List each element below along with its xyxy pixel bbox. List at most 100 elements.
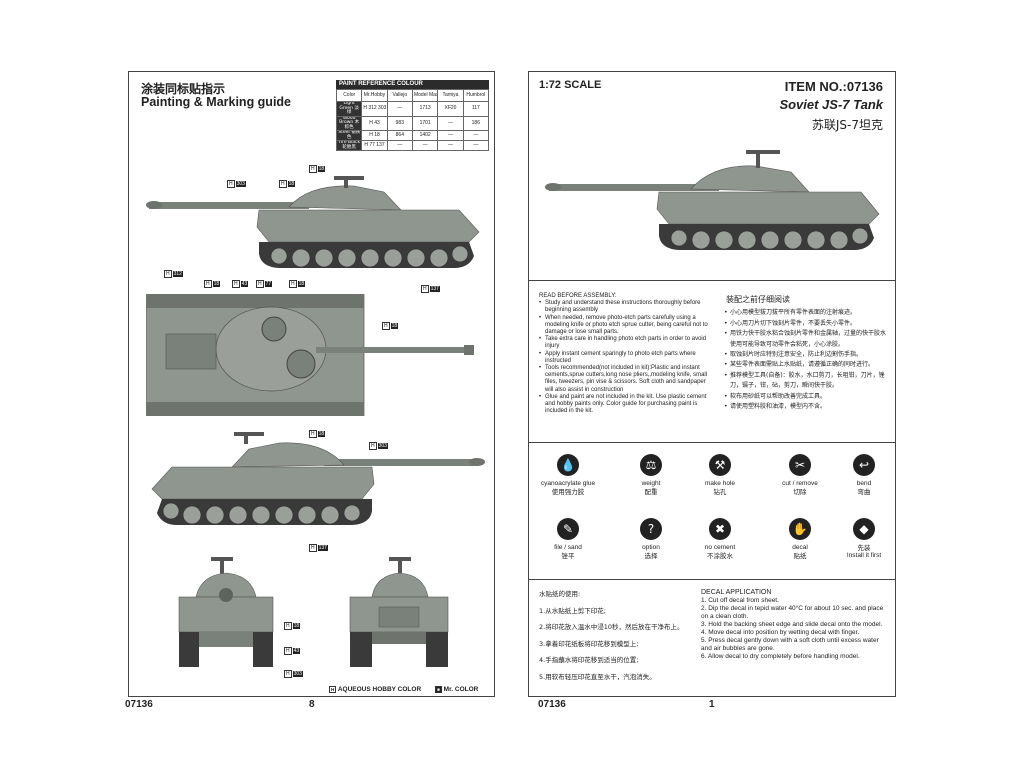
list-item: 取蚀刻片时应特别注意安全，防止利边割伤手指。 bbox=[724, 350, 889, 361]
tank-rear-view bbox=[349, 557, 449, 667]
icon-label-en: weight bbox=[641, 480, 661, 487]
callout-code: 18 bbox=[287, 181, 296, 187]
color-name: Steel 钢铁色 bbox=[335, 130, 363, 141]
install-first-icon: ◆ bbox=[853, 518, 875, 540]
list-item: Take extra care in handling photo etch p… bbox=[539, 336, 714, 350]
read-before-assembly-en: READ BEFORE ASSEMBLY: Study and understa… bbox=[539, 293, 714, 415]
list-item: 4. Move decal into position by wetting d… bbox=[701, 629, 860, 636]
left-footer-code: 07136 bbox=[125, 699, 153, 710]
callout-h: H bbox=[289, 280, 297, 288]
drill-icon: ⚒ bbox=[709, 454, 731, 476]
list-item: 2. Dip the decal in tepid water 40°C for… bbox=[701, 605, 884, 620]
list-item: 4.手指蘸水将印花移到适当的位置; bbox=[539, 656, 639, 664]
instructions-cover-panel: 1:72 SCALE ITEM NO.:07136 Soviet JS-7 Ta… bbox=[528, 71, 896, 697]
decal-title-cn: 水贴纸的使用: bbox=[539, 590, 581, 598]
icon-cyanoacrylate-glue: 💧 cyanoacrylate glue 使用强力胶 bbox=[532, 454, 604, 496]
callout-h: H bbox=[309, 544, 317, 552]
icon-label-en: file / sand bbox=[554, 544, 582, 551]
icon-label-cn: 选择 bbox=[644, 552, 658, 560]
list-item: Study and understand these instructions … bbox=[539, 300, 714, 314]
callout-h: H bbox=[421, 285, 429, 293]
divider bbox=[529, 579, 895, 580]
bend-icon: ↩ bbox=[853, 454, 875, 476]
scale-label: 1:72 SCALE bbox=[539, 79, 602, 91]
read-title-cn: 装配之前仔细阅读 bbox=[726, 295, 790, 304]
tank-hero-illustration bbox=[545, 150, 880, 250]
list-item: Apply instant cement sparingly to photo … bbox=[539, 351, 714, 365]
col-humbrol: Humbrol bbox=[462, 89, 490, 102]
callout-code: 43 bbox=[240, 281, 249, 287]
product-name-cn: 苏联JS-7坦克 bbox=[811, 118, 883, 132]
icon-label-en: make hole bbox=[705, 480, 735, 487]
item-number: ITEM NO.:07136 bbox=[784, 79, 883, 94]
col-vallejo: Vallejo bbox=[386, 89, 413, 102]
left-page-number: 8 bbox=[309, 699, 315, 710]
model-master-code: — bbox=[411, 140, 439, 151]
weight-icon: ⚖ bbox=[640, 454, 662, 476]
list-item: 小心用模型拔刀拔平所有零件表面的注射痕迹。 bbox=[724, 308, 889, 319]
color-name: Tire Black 轮胎黑 bbox=[335, 140, 363, 151]
read-title-en: READ BEFORE ASSEMBLY: bbox=[539, 293, 617, 299]
icon-label-en: option bbox=[642, 544, 660, 551]
icon-make-hole: ⚒ make hole 钻孔 bbox=[684, 454, 756, 496]
list-item: 3. Hold the backing sheet edge and slide… bbox=[701, 621, 883, 628]
mr-hobby-code: H 77 137 bbox=[361, 140, 388, 151]
callout-h: H bbox=[284, 622, 292, 630]
file-icon: ✎ bbox=[557, 518, 579, 540]
icon-label-cn: 使用强力胶 bbox=[551, 488, 585, 496]
callout-h: H bbox=[227, 180, 235, 188]
icon-label-en: cut / remove bbox=[782, 480, 818, 487]
callout-code: 303 bbox=[377, 443, 388, 449]
table-row: Tire Black 轮胎黑 H 77 137 — — — — bbox=[335, 140, 490, 151]
col-model-master: Model Master bbox=[411, 89, 439, 102]
option-icon: ? bbox=[640, 518, 662, 540]
no-cement-icon: ✖ bbox=[709, 518, 731, 540]
legend-mr-label: Mr. COLOR bbox=[443, 686, 479, 693]
painting-title-en: Painting & Marking guide bbox=[141, 95, 292, 109]
humbrol-code: 117 bbox=[462, 101, 490, 117]
callout-h: H bbox=[204, 280, 212, 288]
list-item: 推荐模型工具(自备)：胶水，水口剪刀，长咀钳，刀片，锉刀，镊子，钳，砧，剪刀，瞬… bbox=[724, 371, 889, 392]
list-item: 6. Allow decal to dry completely before … bbox=[701, 653, 860, 660]
icon-label-cn: 弯曲 bbox=[857, 488, 871, 496]
right-footer-code: 07136 bbox=[538, 699, 566, 710]
list-item: 3.拿着印花纸板将印花移到模型上; bbox=[539, 639, 639, 648]
right-page-number: 1 bbox=[709, 699, 715, 710]
icon-label-cn: 配重 bbox=[644, 488, 658, 496]
callout-h: H bbox=[256, 280, 264, 288]
callout-code: 303 bbox=[292, 671, 303, 677]
humbrol-code: — bbox=[462, 130, 490, 141]
legend-mr-color: ■ Mr. COLOR bbox=[435, 686, 478, 693]
list-item: 5. Press decal gently down with a soft c… bbox=[701, 637, 879, 652]
tamiya-code: — bbox=[437, 140, 464, 151]
callout-code: 18 bbox=[390, 323, 399, 329]
humbrol-code: 186 bbox=[462, 115, 490, 131]
tank-front-view bbox=[178, 557, 274, 667]
icon-label-cn: 不涂胶水 bbox=[707, 552, 733, 560]
icon-file-sand: ✎ file / sand 锉平 bbox=[532, 518, 604, 560]
decal-application-en: DECAL APPLICATION 1. Cut off decal from … bbox=[701, 589, 891, 661]
callout-h: H bbox=[279, 180, 287, 188]
icon-label-cn: 钻孔 bbox=[713, 488, 727, 496]
humbrol-code: — bbox=[462, 140, 490, 151]
decal-application-cn: 水贴纸的使用: 1.从水贴纸上剪下印花; 2.将印花放入温水中浸10秒，然后放在… bbox=[539, 590, 714, 689]
tank-top-view bbox=[146, 294, 474, 416]
tamiya-code: — bbox=[437, 130, 464, 141]
list-item: Glue and paint are not included in the k… bbox=[539, 394, 714, 416]
list-item: 5.用软布轻压印花直至水干，汽泡消失。 bbox=[539, 672, 656, 681]
tamiya-code: — bbox=[437, 115, 464, 131]
